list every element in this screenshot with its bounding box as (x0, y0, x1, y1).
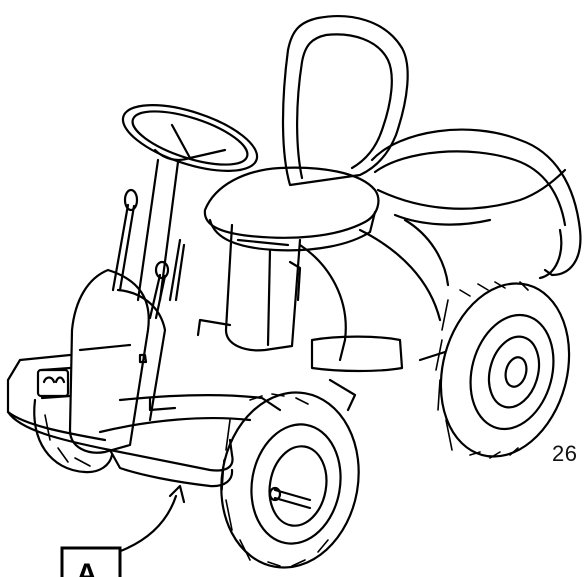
callout-arrow (116, 494, 178, 554)
callout-box: A (60, 546, 122, 577)
front-bumper (6, 353, 234, 472)
callout-label: A (76, 558, 98, 577)
seat-cushion (203, 166, 380, 239)
rear-right-wheel (435, 281, 571, 459)
seat-back-inner (296, 33, 393, 180)
front-left-wheel (33, 398, 114, 474)
front-console (68, 268, 150, 454)
rear-body (370, 128, 582, 277)
seat-post (224, 223, 302, 352)
figure-code: 26 (552, 441, 578, 466)
front-right-wheel (220, 391, 360, 569)
seat-back (281, 15, 409, 187)
steering-wheel (121, 104, 259, 172)
